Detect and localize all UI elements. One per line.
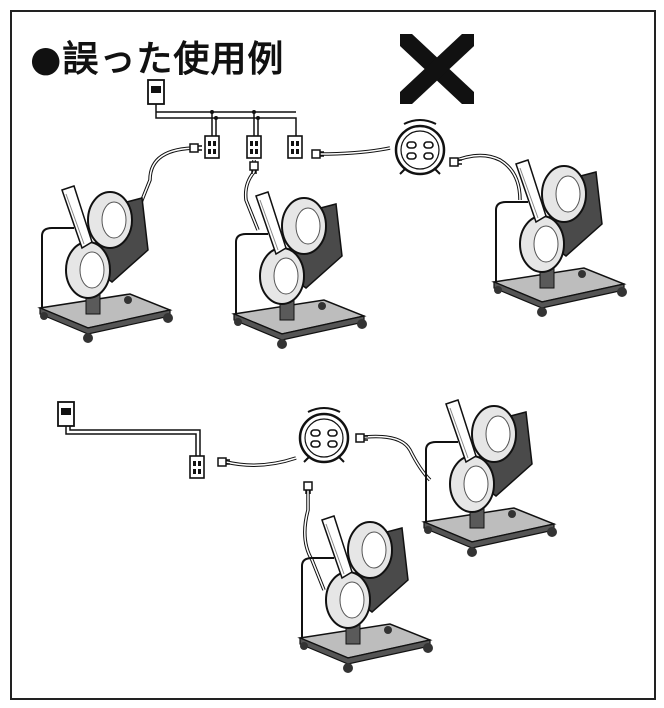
cord-reel-icon xyxy=(298,406,350,464)
outlet-icon xyxy=(204,135,220,159)
outlet-icon xyxy=(189,455,205,479)
breaker-icon xyxy=(57,401,75,427)
cord-reel-icon xyxy=(394,118,446,176)
pitching-machine-icon xyxy=(493,159,628,318)
pitching-machine-icon xyxy=(299,515,434,674)
pitching-machine-icon xyxy=(39,185,174,344)
x-mark-icon xyxy=(400,34,474,104)
breaker-icon xyxy=(147,79,165,105)
page-title: ●誤った使用例 xyxy=(30,39,285,80)
scenario-top xyxy=(39,79,628,350)
outlet-icon xyxy=(287,135,303,159)
outlet-icon xyxy=(246,135,262,159)
scenario-bottom xyxy=(57,399,558,674)
pitching-machine-icon xyxy=(423,399,558,558)
